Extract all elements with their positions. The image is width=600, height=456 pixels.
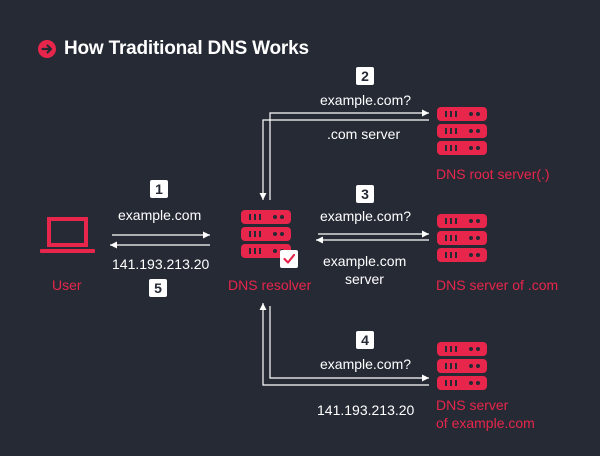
arrow-step4-query xyxy=(269,306,429,382)
step-1-label: example.com xyxy=(118,207,202,223)
user-label: User xyxy=(52,277,82,293)
step-1-badge: 1 xyxy=(150,180,168,198)
server-icon xyxy=(437,214,487,262)
title-row: How Traditional DNS Works xyxy=(38,38,309,60)
step-4-query: example.com? xyxy=(320,356,412,372)
root-server-label: DNS root server(.) xyxy=(436,166,550,182)
step-2-query: example.com? xyxy=(320,92,412,108)
server-icon xyxy=(437,342,487,390)
laptop-icon xyxy=(40,217,95,253)
server-icon xyxy=(437,107,487,155)
step-5-badge: 5 xyxy=(149,279,167,297)
step-2-reply: .com server xyxy=(327,126,401,142)
com-server-label: DNS server of .com xyxy=(436,277,559,293)
step-3-reply-line2: server xyxy=(345,271,384,287)
arrow-step2-query xyxy=(269,109,429,200)
step-5-label: 141.193.213.20 xyxy=(112,256,210,272)
server-icon xyxy=(241,210,291,258)
resolver-label: DNS resolver xyxy=(228,277,312,293)
step-4-badge: 4 xyxy=(356,331,374,349)
auth-server-label-line1: DNS server xyxy=(436,397,509,413)
step-3-reply-line1: example.com xyxy=(323,253,407,269)
step-3-query: example.com? xyxy=(320,208,412,224)
page-title: How Traditional DNS Works xyxy=(64,38,309,59)
arrow-step2-reply xyxy=(259,119,429,200)
step-2-badge: 2 xyxy=(356,67,374,85)
auth-server-label-line2: of example.com xyxy=(436,415,535,431)
arrow-circle-icon xyxy=(38,40,56,58)
step-3-badge: 3 xyxy=(356,185,374,203)
step-4-reply: 141.193.213.20 xyxy=(317,402,415,418)
checkmark-icon xyxy=(280,250,298,268)
arrow-step4-reply xyxy=(259,303,429,386)
